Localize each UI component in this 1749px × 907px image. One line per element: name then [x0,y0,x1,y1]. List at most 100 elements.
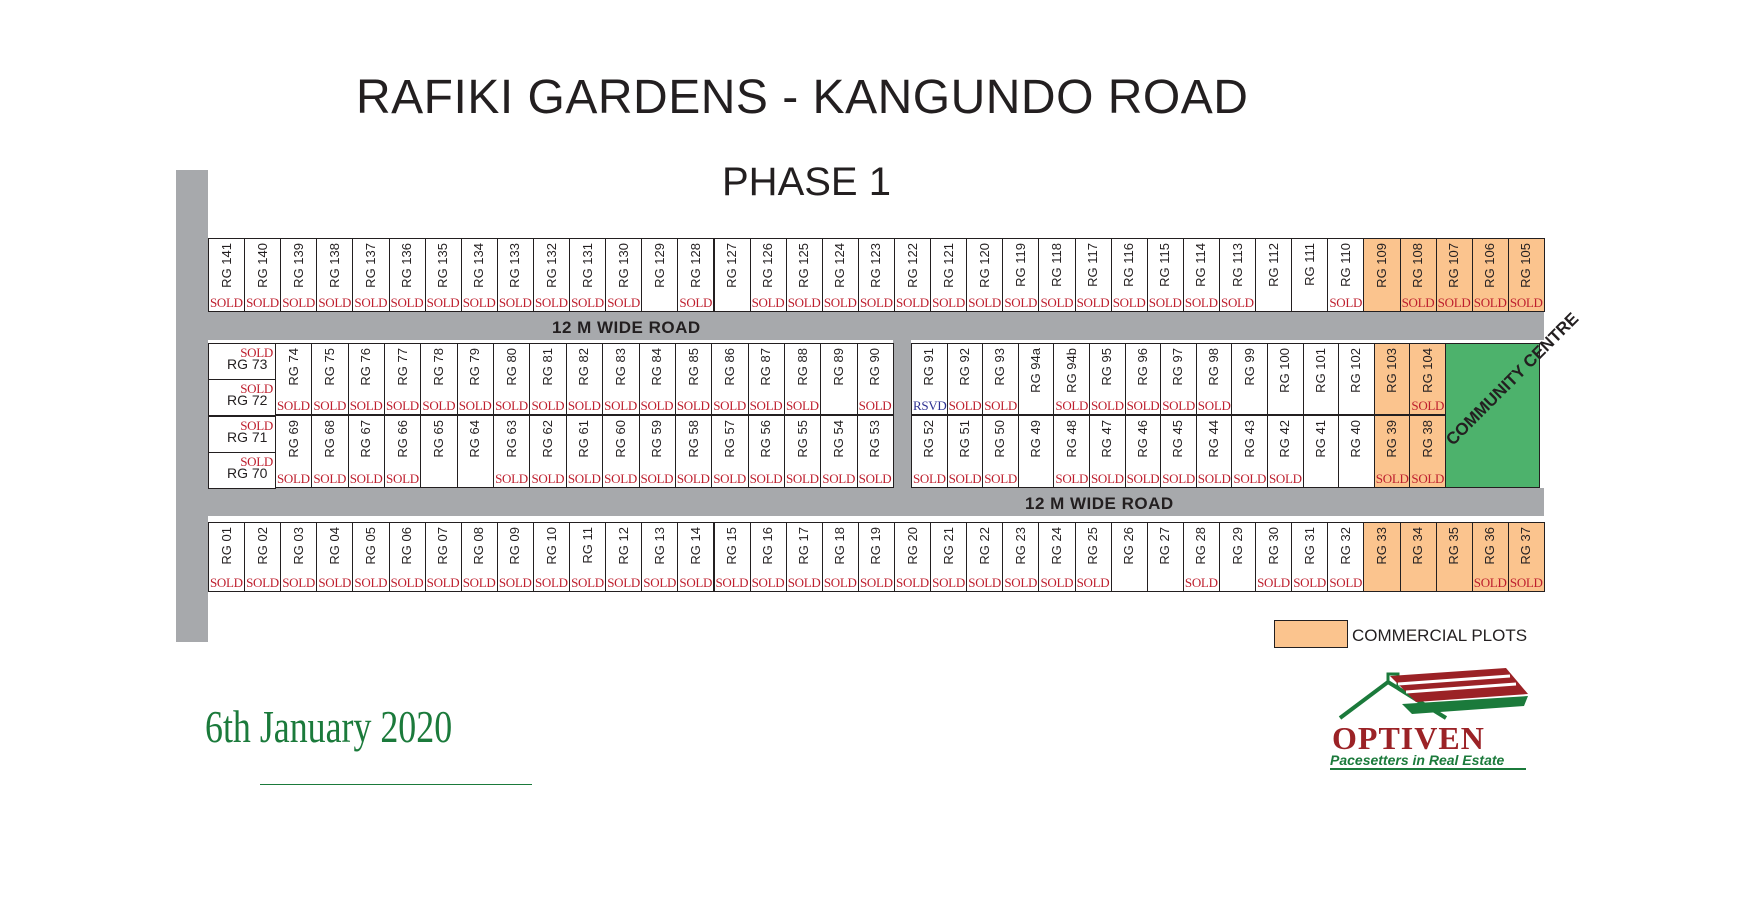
plot-rg-64[interactable]: RG 64 [456,415,495,488]
plot-rg-89[interactable]: RG 89 [820,343,858,415]
plot-rg-112[interactable]: RG 112 [1255,238,1293,312]
plot-rg-65[interactable]: RG 65 [420,415,458,488]
plot-rg-100[interactable]: RG 100 [1267,343,1304,415]
plot-rg-129[interactable]: RG 129 [641,238,679,312]
plot-rg-33[interactable]: RG 33 [1363,522,1401,592]
community-centre[interactable] [1445,343,1540,488]
plot-rg-127[interactable]: RG 127 [713,238,751,312]
plot-rg-26[interactable]: RG 26 [1110,522,1148,592]
plot-rg-34[interactable]: RG 34 [1399,522,1437,592]
plot-rg-99[interactable]: RG 99 [1231,343,1268,415]
plot-rg-35[interactable]: RG 35 [1435,522,1473,592]
plot-rg-94a[interactable]: RG 94a [1017,343,1055,415]
plot-rg-27[interactable]: RG 27 [1146,522,1184,592]
plot-rg-111[interactable]: RG 111 [1291,238,1329,312]
plot-rg-109[interactable]: RG 109 [1363,238,1401,312]
